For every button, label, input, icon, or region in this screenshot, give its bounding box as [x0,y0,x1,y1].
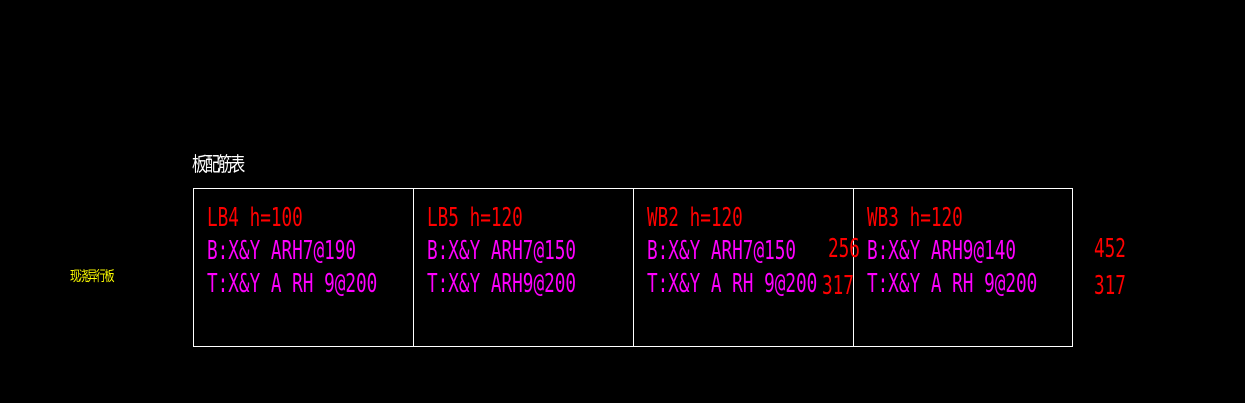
wb3-bottom-area-annotation: 452 [1094,234,1126,264]
top-rebar: T:X&Y A RH 9@200 [647,269,818,299]
slab-header: WB3 h=120 [867,203,963,233]
bottom-rebar: B:X&Y ARH9@140 [867,236,1017,266]
top-rebar: T:X&Y ARH9@200 [427,269,577,299]
slab-cell-wb2: WB2 h=120 B:X&Y ARH7@150 T:X&Y A RH 9@20… [634,189,854,346]
wb2-top-area-annotation: 317 [822,271,854,301]
slab-header: LB5 h=120 [427,203,523,233]
slab-header: WB2 h=120 [647,203,743,233]
top-rebar: T:X&Y A RH 9@200 [867,269,1038,299]
slab-cell-lb5: LB5 h=120 B:X&Y ARH7@150 T:X&Y ARH9@200 [414,189,634,346]
slab-header: LB4 h=100 [207,203,303,233]
bottom-rebar: B:X&Y ARH7@150 [427,236,577,266]
table-title: 板配筋表 [192,152,245,176]
wb3-top-area-annotation: 317 [1094,271,1126,301]
top-rebar: T:X&Y A RH 9@200 [207,269,378,299]
bottom-rebar: B:X&Y ARH7@190 [207,236,357,266]
wb2-bottom-area-annotation: 256 [828,234,860,264]
slab-cell-wb3: WB3 h=120 B:X&Y ARH9@140 T:X&Y A RH 9@20… [854,189,1074,346]
slab-cell-lb4: LB4 h=100 B:X&Y ARH7@190 T:X&Y A RH 9@20… [194,189,414,346]
bottom-rebar: B:X&Y ARH7@150 [647,236,797,266]
slab-reinforcement-table: LB4 h=100 B:X&Y ARH7@190 T:X&Y A RH 9@20… [193,188,1073,347]
slab-type-label: 现浇异行板 [70,269,115,285]
